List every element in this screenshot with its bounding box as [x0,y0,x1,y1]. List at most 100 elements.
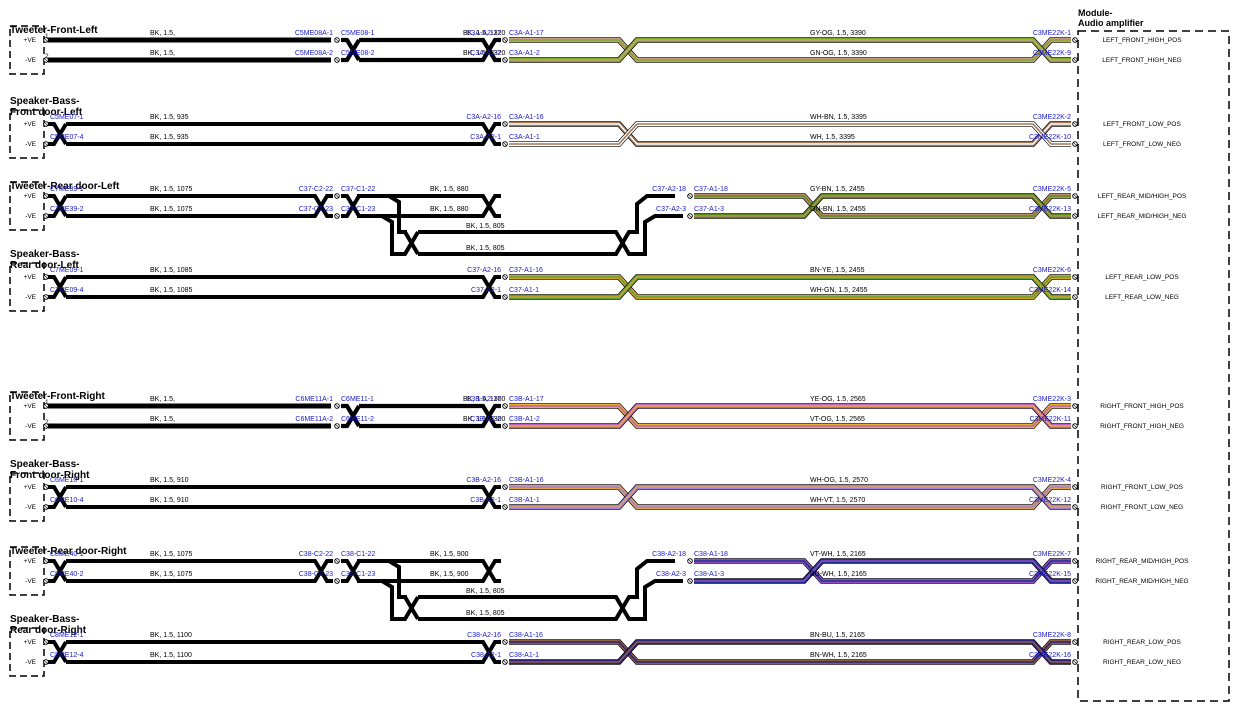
group-sbrr-speaker-box [9,627,45,677]
group-trl-split-terminal-1-mark [335,194,339,198]
group-trr-seg2-label-neg: BK, 1.5, 900 [430,571,469,578]
group-tfl-junction-terminal-2-mark [503,58,507,62]
group-tfr-seg1 [48,403,331,429]
group-trr-seg3-label-neg: BU-WH, 1.5, 2165 [810,571,867,578]
group-trr-junction-terminal-1-mark [688,559,692,563]
group-trr-amp-terminal-2-mark [1073,579,1077,583]
group-sbrl-amp-conn-pos: C3ME22K-6 [1033,267,1071,274]
group-trl-junction-b-neg: C37-A1-3 [694,206,724,213]
group-tfr-seg2 [341,403,501,429]
group-trr-seg3-label-pos: VT-WH, 1.5, 2165 [810,551,866,558]
group-sbrl-amp-terminal-2-mark [1073,295,1077,299]
group-tfr-junction-a-pos: C3B-A2-17 [466,396,501,403]
group-tfl-amp-conn-pos: C3ME22K-1 [1033,30,1071,37]
group-trr-amp-terminal-1-mark [1073,559,1077,563]
group-tfl-speaker-terminal-1-mark [44,38,48,42]
group-sbrl-seg3-pos-stripe [509,276,1071,298]
group-sbfl-speaker-terminal-2-mark [44,142,48,146]
group-sbrr-pin-pos: +VE [24,639,37,646]
group-trr-bypass-label-2: BK, 1.5, 805 [466,610,505,617]
group-tfl-pin-pos: +VE [24,37,37,44]
group-sbrr-seg3-neg-stripe [509,641,1071,663]
group-sbrr-seg1-label-neg: BK, 1.5, 1100 [150,652,192,659]
group-sbfr-seg3-neg-outline [509,484,1071,510]
group-sbrr-speaker-terminal-2-mark [44,660,48,664]
group-tfl-seg3-neg-stripe [509,39,1071,61]
group-trl-bypass-right [629,194,683,256]
group-trl-seg3-neg [694,193,1071,219]
group-sbfl-junction-a-neg: C3A-A2-1 [470,134,501,141]
group-sbrl-seg1-label-neg: BK, 1.5, 1085 [150,287,193,294]
group-tfl-split-a-neg: C5ME08A-2 [295,50,333,57]
group-sbrl-speaker-conn-pos: C7ME09-1 [50,267,84,274]
group-tfr-speaker-terminal-1-mark [44,404,48,408]
group-trr-junction-b-neg: C38-A1-3 [694,571,724,578]
group-sbrr-seg3-neg [509,639,1071,665]
group-sbrr-junction-a-pos: C38-A2-16 [467,632,501,639]
group-trl-seg3-neg-stripe [694,195,1071,217]
group-sbfr-seg3-label-pos: WH-OG, 1.5, 2570 [810,477,868,484]
group-tfl-seg3-pos [509,37,1071,63]
group-sbrr-seg1 [48,640,501,664]
group-trl-junction-b-pos: C37-A1-18 [694,186,728,193]
group-tfl-split-terminal-1-mark [335,38,339,42]
group-sbrr-signal-pos: RIGHT_REAR_LOW_POS [1103,639,1181,646]
group-tfl-seg1-label-neg: BK, 1.5, [150,50,175,57]
group-trr-split-b-neg: C38-C1-23 [341,571,375,578]
group-trl-split-b-neg: C37-C1-23 [341,206,375,213]
group-tfr-pin-num-2: 2 [45,419,49,426]
group-sbfl-amp-conn-pos: C3ME22K-2 [1033,114,1071,121]
group-trr-junction-b-pos: C38-A1-18 [694,551,728,558]
group-sbrl-pin-neg: -VE [25,294,37,301]
group-sbfr-seg1-label-pos: BK, 1.5, 910 [150,477,189,484]
group-tfl-seg3-label-neg: GN-OG, 1.5, 3390 [810,50,867,57]
group-sbfr-junction-b-neg: C3B-A1-1 [509,497,540,504]
group-trr-split-a-neg: C38-C2-23 [299,571,333,578]
group-sbrr-amp-terminal-1-mark [1073,640,1077,644]
group-trr-seg3-neg-outline [694,558,1071,584]
group-trr-seg2 [341,559,501,583]
group-sbfl-junction-terminal-1-mark [503,122,507,126]
group-tfl-seg3-neg-outline [509,37,1071,63]
group-tfl-amp-terminal-1-mark [1073,38,1077,42]
group-sbrr-junction-terminal-2-mark [503,660,507,664]
group-tfr-seg3-neg-stripe [509,405,1071,427]
group-sbrl-seg3-label-neg: WH-GN, 1.5, 2455 [810,287,868,294]
group-sbfl-junction-b-neg: C3A-A1-1 [509,134,540,141]
group-tfr-seg3-neg [509,403,1071,429]
group-sbrr-speaker-conn-pos: C8ME12-1 [50,632,84,639]
group-tfl-seg3-pos-stripe [509,39,1071,61]
group-tfl-title: Tweeter-Front-Left [10,25,98,36]
group-trl-speaker-terminal-2-mark [44,214,48,218]
group-sbrr-signal-neg: RIGHT_REAR_LOW_NEG [1103,659,1181,666]
group-sbrl-amp-terminal-1-mark [1073,275,1077,279]
group-trr-speaker-terminal-1-mark [44,559,48,563]
group-trl-seg2-label-pos: BK, 1.5, 880 [430,186,469,193]
group-tfr-seg2-label-pos: BK, 1.5, 1300 [463,396,506,403]
group-sbrl-speaker-box [9,262,45,312]
group-tfl-split-b-pos: C5ME08-1 [341,30,375,37]
group-trr-split-a-pos: C38-C2-22 [299,551,333,558]
group-sbfl-amp-terminal-1-mark [1073,122,1077,126]
group-tfl-pin-neg: -VE [25,57,37,64]
group-sbfl-junction-a-pos: C3A-A2-16 [466,114,501,121]
group-tfl-split-b-neg: C5ME08-2 [341,50,375,57]
group-sbrr-speaker-conn-neg: C8ME12-4 [50,652,84,659]
group-trr-junction-a-pos: C38-A2-18 [652,551,686,558]
group-trr-seg3-neg [694,558,1071,584]
group-sbrr-speaker-terminal-1-mark [44,640,48,644]
group-tfr-speaker-box [9,391,45,441]
group-sbfl-speaker-conn-neg: C5ME07-4 [50,134,84,141]
group-trr-speaker-conn-neg: C8ME40-2 [50,571,84,578]
group-trr-bypass-left [357,559,407,621]
group-trl-split-b-pos: C37-C1-22 [341,186,375,193]
group-trr-bypass-label-1: BK, 1.5, 805 [466,588,505,595]
group-tfr-split-a-neg: C6ME11A-2 [295,416,333,423]
group-sbfl-seg3-neg [509,121,1071,147]
group-sbfr-seg3-pos [509,484,1071,510]
group-sbfr-junction-a-neg: C3B-A2-1 [470,497,501,504]
group-sbrr-amp-terminal-2-mark [1073,660,1077,664]
group-trl-seg2-label-neg: BK, 1.5, 880 [430,206,469,213]
group-sbrr-title: Speaker-Bass- [10,614,79,625]
group-sbfl-seg3-pos [509,121,1071,147]
